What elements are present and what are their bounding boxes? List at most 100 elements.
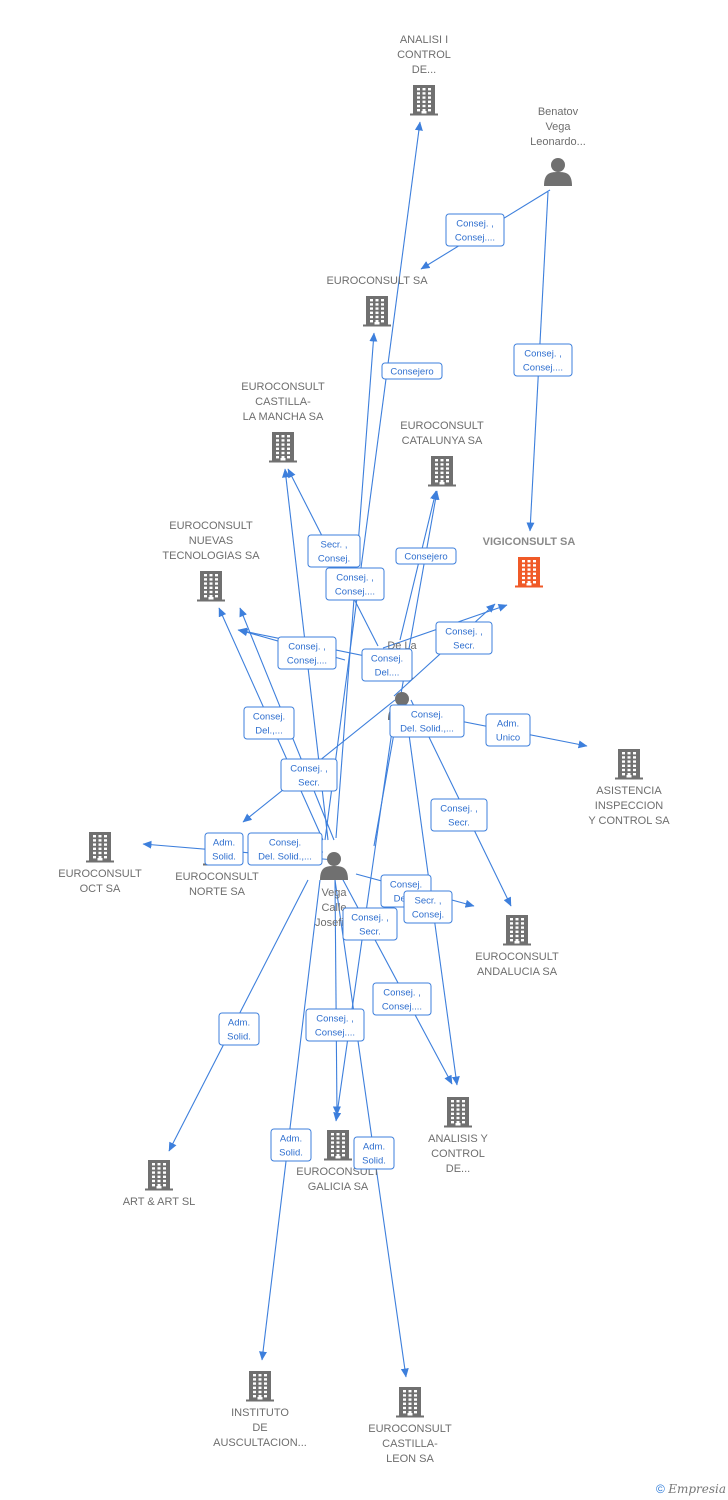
edge-label[interactable]: Consej. ,Secr. <box>435 621 493 655</box>
edge-line <box>259 879 321 1361</box>
edge-label[interactable]: Consej. ,Consej.... <box>325 567 385 601</box>
edge-label-text: Consej.... <box>315 1028 355 1039</box>
node-label: Vega <box>545 121 571 133</box>
node-label: Benatov <box>538 106 579 118</box>
building-icon <box>410 85 438 116</box>
edge-label-text: Consej. , <box>440 804 478 815</box>
edge-label[interactable]: Secr. ,Consej. <box>403 890 453 924</box>
edge-label[interactable]: Consej. ,Consej.... <box>305 1008 365 1042</box>
edge-label-text: Consej. , <box>524 349 562 360</box>
edge-label-text: Solid. <box>362 1156 386 1167</box>
company-node-catalunya[interactable]: EUROCONSULT CATALUNYA SA <box>400 420 484 487</box>
footer-brand[interactable]: © Empresia <box>656 1482 726 1496</box>
edge-label[interactable]: Consejero <box>381 362 443 380</box>
edge-label[interactable]: Adm.Solid. <box>218 1012 260 1046</box>
edge-label[interactable]: Consej. ,Consej.... <box>372 982 432 1016</box>
edge-label-text: Consej. , <box>383 988 421 999</box>
node-label: TECNOLOGIAS SA <box>162 550 260 562</box>
edge-label[interactable]: Adm.Unico <box>485 713 531 747</box>
edge-label[interactable]: Consej. ,Consej.... <box>445 213 505 247</box>
node-label: AUSCULTACION... <box>213 1437 307 1449</box>
edge-label-text: Solid. <box>279 1148 303 1159</box>
company-node-instituto[interactable]: INSTITUTODEAUSCULTACION... <box>213 1371 307 1449</box>
edge-label[interactable]: Consej. , Secr. <box>430 798 488 832</box>
node-label: EUROCONSULT SA <box>326 275 428 287</box>
edge-label-box <box>204 832 244 866</box>
company-node-vigiconsult[interactable]: VIGICONSULT SA <box>483 536 576 588</box>
edge-label-text: Secr. <box>448 818 470 829</box>
edge-label[interactable]: Consej. Del. Solid.,... <box>389 704 465 738</box>
edge-label-text: Adm. <box>280 1134 302 1145</box>
node-label: EUROCONSULT <box>368 1423 452 1435</box>
edge-label-text: Consej.... <box>455 233 495 244</box>
building-icon <box>246 1371 274 1402</box>
edge-label-box <box>372 982 432 1016</box>
edge-label[interactable]: Consej. ,Secr. <box>342 907 398 941</box>
person-node-benatov[interactable]: BenatovVegaLeonardo... <box>530 106 586 186</box>
edge-label-text: Del. Solid.,... <box>400 724 454 735</box>
node-label: EUROCONSULT <box>175 871 259 883</box>
company-node-analisis-y[interactable]: ANALISIS YCONTROLDE... <box>428 1097 489 1175</box>
edge-label[interactable]: Adm. Solid. <box>270 1128 312 1162</box>
edge-label-box <box>430 798 488 832</box>
edge-label-text: Consej. <box>411 710 443 721</box>
company-node-nuevas[interactable]: EUROCONSULT NUEVAS TECNOLOGIAS SA <box>162 520 260 602</box>
edge-label[interactable]: Consej. ,Secr. <box>280 758 338 792</box>
edge-label-text: Adm. <box>228 1018 250 1029</box>
company-node-euroconsult[interactable]: EUROCONSULT SA <box>326 275 428 327</box>
company-node-artart[interactable]: ART & ART SL <box>123 1160 196 1208</box>
edge-label[interactable]: Consej. ,Consej.... <box>513 343 573 377</box>
edge-label-text: Adm. <box>213 838 235 849</box>
edge-label-box <box>395 547 457 565</box>
edge-label[interactable]: Consejero <box>395 547 457 565</box>
nodes: ANALISI ICONTROLDE...BenatovVegaLeonardo… <box>58 34 670 1465</box>
edge-label-box <box>403 890 453 924</box>
edge-label-box <box>381 362 443 380</box>
edge-label-box <box>270 1128 312 1162</box>
edge-label-text: Consejero <box>404 552 447 563</box>
edge-label-box <box>445 213 505 247</box>
edge-label-text: Consej. , <box>351 913 389 924</box>
node-label: EUROCONSULT <box>400 420 484 432</box>
edge-label-text: Secr. <box>298 778 320 789</box>
edge-label[interactable]: Consej.Del.... <box>361 648 413 682</box>
edge-label[interactable]: Consej. ,Consej.... <box>277 636 337 670</box>
node-label: GALICIA SA <box>308 1181 369 1193</box>
edge-label-text: Secr. <box>453 641 475 652</box>
edge-label-text: Consej. <box>390 880 422 891</box>
edge-label-text: Del.,... <box>255 726 282 737</box>
node-label: DE <box>252 1422 267 1434</box>
edge-label[interactable]: Consej.Del.,... <box>243 706 295 740</box>
node-label: CATALUNYA SA <box>402 435 483 447</box>
edge-label[interactable]: Consej.Del. Solid.,... <box>247 832 323 866</box>
edge-label-box <box>513 343 573 377</box>
edge-label[interactable]: Secr. ,Consej. <box>307 534 361 568</box>
building-icon <box>428 456 456 487</box>
brand-name: Empresia <box>668 1482 726 1496</box>
edge-label-box <box>247 832 323 866</box>
edge-label[interactable]: Adm.Solid. <box>353 1136 395 1170</box>
edge-label-text: Consej. <box>318 554 350 565</box>
node-label: EUROCONSULT <box>169 520 253 532</box>
edge-label-box <box>353 1136 395 1170</box>
node-label: NORTE SA <box>189 886 246 898</box>
edge-label-box <box>435 621 493 655</box>
node-label: DE... <box>412 64 436 76</box>
company-node-analisi[interactable]: ANALISI ICONTROLDE... <box>397 34 451 116</box>
edge-label-box <box>361 648 413 682</box>
node-label: DE... <box>446 1163 470 1175</box>
edge-label-text: Adm. <box>497 719 519 730</box>
edge-label-text: Del. Solid.,... <box>258 852 312 863</box>
node-label: NUEVAS <box>189 535 233 547</box>
edge-label[interactable]: Adm.Solid. <box>204 832 244 866</box>
node-label: INSPECCION <box>595 800 664 812</box>
edge-label-box <box>280 758 338 792</box>
node-label: ANDALUCIA SA <box>477 966 558 978</box>
